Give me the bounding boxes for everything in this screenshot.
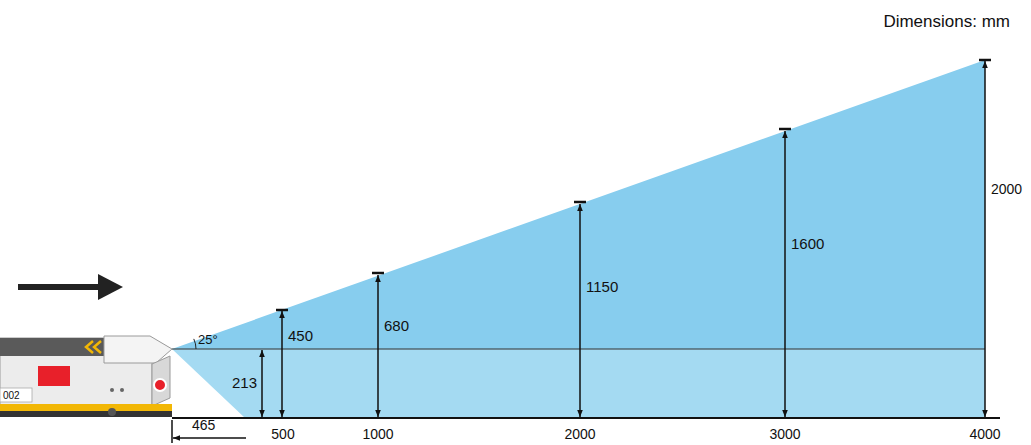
dimension-label: 450 — [288, 328, 313, 345]
dimension-label: 2000 — [564, 427, 595, 442]
dimension-cap — [574, 201, 586, 204]
dimension-label: 1600 — [791, 236, 824, 253]
dimension-label-box: 2000 — [991, 182, 1022, 197]
dimension-caps — [276, 60, 991, 310]
dimension-label: 1000 — [362, 427, 393, 442]
dimension-line — [281, 311, 283, 417]
dimension-tick — [171, 420, 173, 443]
vehicle-top-panel — [0, 338, 104, 356]
units-note: Dimensions: mm — [883, 13, 1010, 32]
angle-arc — [194, 339, 196, 349]
direction-arrow-head — [98, 274, 123, 300]
yellow-stripe — [0, 404, 172, 411]
dimension-cap — [979, 59, 991, 62]
vehicle-id: 002 — [3, 390, 20, 401]
dimension-label-box: 1150 — [586, 279, 618, 296]
dimension-line — [984, 61, 986, 417]
detection-area-lower — [172, 349, 985, 418]
dimension-label: 25° — [198, 333, 218, 347]
dimension-line — [377, 275, 379, 417]
detection-area-upper — [172, 60, 985, 349]
dimension-label-box: 25° — [198, 333, 218, 347]
wheel — [108, 408, 116, 416]
dimension-label-box: 450 — [288, 328, 313, 345]
dimension-label-box: 465 — [192, 418, 215, 433]
chevron-symbol — [86, 341, 101, 353]
id-plate — [0, 388, 32, 402]
dimension-label: 680 — [384, 318, 409, 335]
dimension-label-box: 500 — [271, 427, 294, 442]
vehicle-base — [0, 411, 172, 417]
dimension-label-box: 4000 — [969, 427, 1000, 442]
stop-button — [154, 379, 166, 391]
dimension-label-box: 002 — [3, 390, 20, 401]
red-panel — [38, 366, 70, 386]
bolt — [110, 388, 114, 392]
dimension-line — [261, 350, 263, 417]
vehicle-front — [152, 356, 170, 406]
height-dimension-lines — [262, 61, 985, 417]
dimension-label: 500 — [271, 427, 294, 442]
dimension-label: 2000 — [991, 182, 1022, 197]
sensor-axis-line — [172, 349, 985, 350]
sensor-cowl — [104, 336, 172, 363]
dimension-label: 213 — [232, 375, 257, 392]
dimension-cap — [779, 128, 791, 131]
dimension-label: 3000 — [769, 427, 800, 442]
dimension-label: 1150 — [586, 279, 618, 296]
dimension-line — [579, 204, 581, 417]
dimension-line — [784, 131, 786, 417]
dimension-label-box: 3000 — [769, 427, 800, 442]
bolt — [120, 388, 124, 392]
dimension-label-box: 1000 — [362, 427, 393, 442]
agv-vehicle — [0, 336, 172, 417]
dimension-cap — [372, 272, 384, 275]
dimension-label-box: 2000 — [564, 427, 595, 442]
dimension-label: 465 — [192, 418, 215, 433]
dimension-line — [173, 437, 246, 439]
dimension-label-box: 680 — [384, 318, 409, 335]
dimension-label-box: 1600 — [791, 236, 824, 253]
ground-line — [172, 417, 1000, 419]
dimension-label-box: 213 — [232, 375, 257, 392]
dimension-label-box: Dimensions: mm — [883, 13, 1010, 32]
direction-arrow-shaft — [18, 284, 100, 290]
dimension-label: 4000 — [969, 427, 1000, 442]
dimension-cap — [276, 309, 288, 312]
